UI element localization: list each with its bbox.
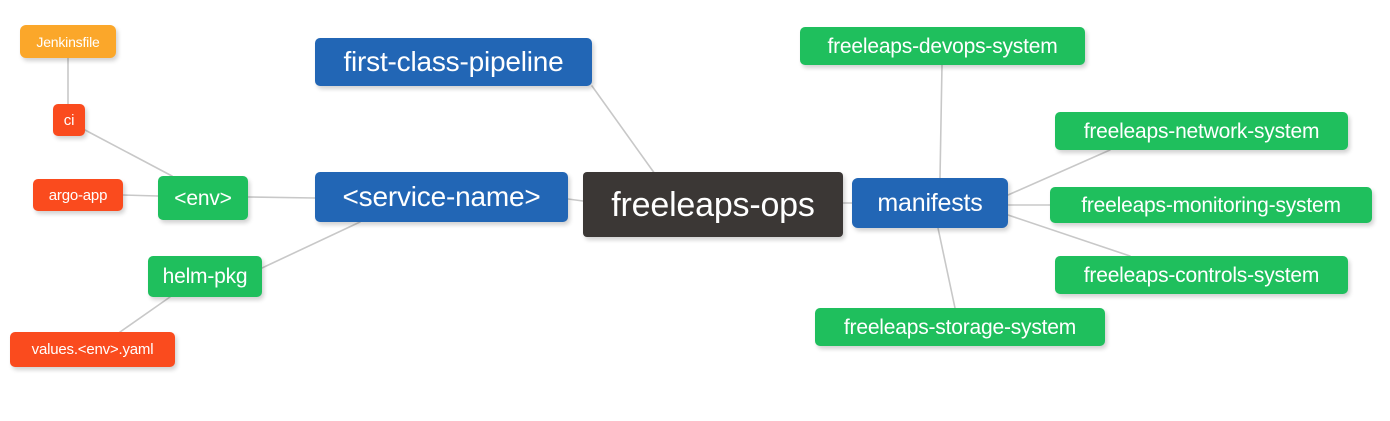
mindmap-node-env[interactable]: <env> [158, 176, 248, 220]
mindmap-node-freeleaps-network-system[interactable]: freeleaps-network-system [1055, 112, 1348, 150]
node-label-freeleaps-network-system: freeleaps-network-system [1083, 119, 1320, 143]
node-label-ci: ci [63, 111, 75, 129]
edge-freeleaps-ops-to-first-class-pipeline [591, 85, 656, 175]
mindmap-node-freeleaps-devops-system[interactable]: freeleaps-devops-system [800, 27, 1085, 65]
edge-env-to-argo-app [122, 194, 159, 197]
mindmap-node-jenkinsfile[interactable]: Jenkinsfile [20, 25, 116, 58]
node-label-freeleaps-ops: freeleaps-ops [611, 185, 815, 224]
mindmap-node-ci[interactable]: ci [53, 104, 85, 136]
edge-env-to-ci [84, 129, 173, 177]
edge-service-name-to-helm-pkg [261, 221, 361, 269]
mindmap-node-freeleaps-controls-system[interactable]: freeleaps-controls-system [1055, 256, 1348, 294]
node-label-service-name: <service-name> [342, 181, 541, 212]
mindmap-node-freeleaps-storage-system[interactable]: freeleaps-storage-system [815, 308, 1105, 346]
node-label-env: <env> [174, 186, 232, 210]
edge-service-name-to-env [247, 196, 316, 199]
mindmap-node-manifests[interactable]: manifests [852, 178, 1008, 228]
edge-freeleaps-ops-to-service-name [567, 198, 584, 202]
node-label-first-class-pipeline: first-class-pipeline [343, 46, 564, 77]
node-label-manifests: manifests [877, 188, 983, 217]
edge-manifests-to-freeleaps-storage-system [937, 227, 956, 309]
node-label-helm-pkg: helm-pkg [162, 265, 248, 288]
mindmap-node-argo-app[interactable]: argo-app [33, 179, 123, 211]
node-label-freeleaps-controls-system: freeleaps-controls-system [1083, 263, 1320, 287]
mindmap-node-helm-pkg[interactable]: helm-pkg [148, 256, 262, 297]
node-label-jenkinsfile: Jenkinsfile [36, 33, 100, 50]
edge-manifests-to-freeleaps-devops-system [939, 64, 943, 179]
mindmap-node-freeleaps-monitoring-system[interactable]: freeleaps-monitoring-system [1050, 187, 1372, 223]
node-label-freeleaps-devops-system: freeleaps-devops-system [827, 34, 1058, 58]
mindmap-node-values-env-yaml[interactable]: values.<env>.yaml [10, 332, 175, 367]
node-label-freeleaps-storage-system: freeleaps-storage-system [843, 315, 1077, 339]
mindmap-node-service-name[interactable]: <service-name> [315, 172, 568, 222]
node-label-freeleaps-monitoring-system: freeleaps-monitoring-system [1081, 193, 1341, 217]
node-label-values-env-yaml: values.<env>.yaml [31, 341, 154, 358]
edge-helm-pkg-to-values-env-yaml [119, 296, 171, 333]
node-label-argo-app: argo-app [48, 186, 108, 204]
mindmap-node-first-class-pipeline[interactable]: first-class-pipeline [315, 38, 592, 86]
mindmap-node-freeleaps-ops[interactable]: freeleaps-ops [583, 172, 843, 237]
